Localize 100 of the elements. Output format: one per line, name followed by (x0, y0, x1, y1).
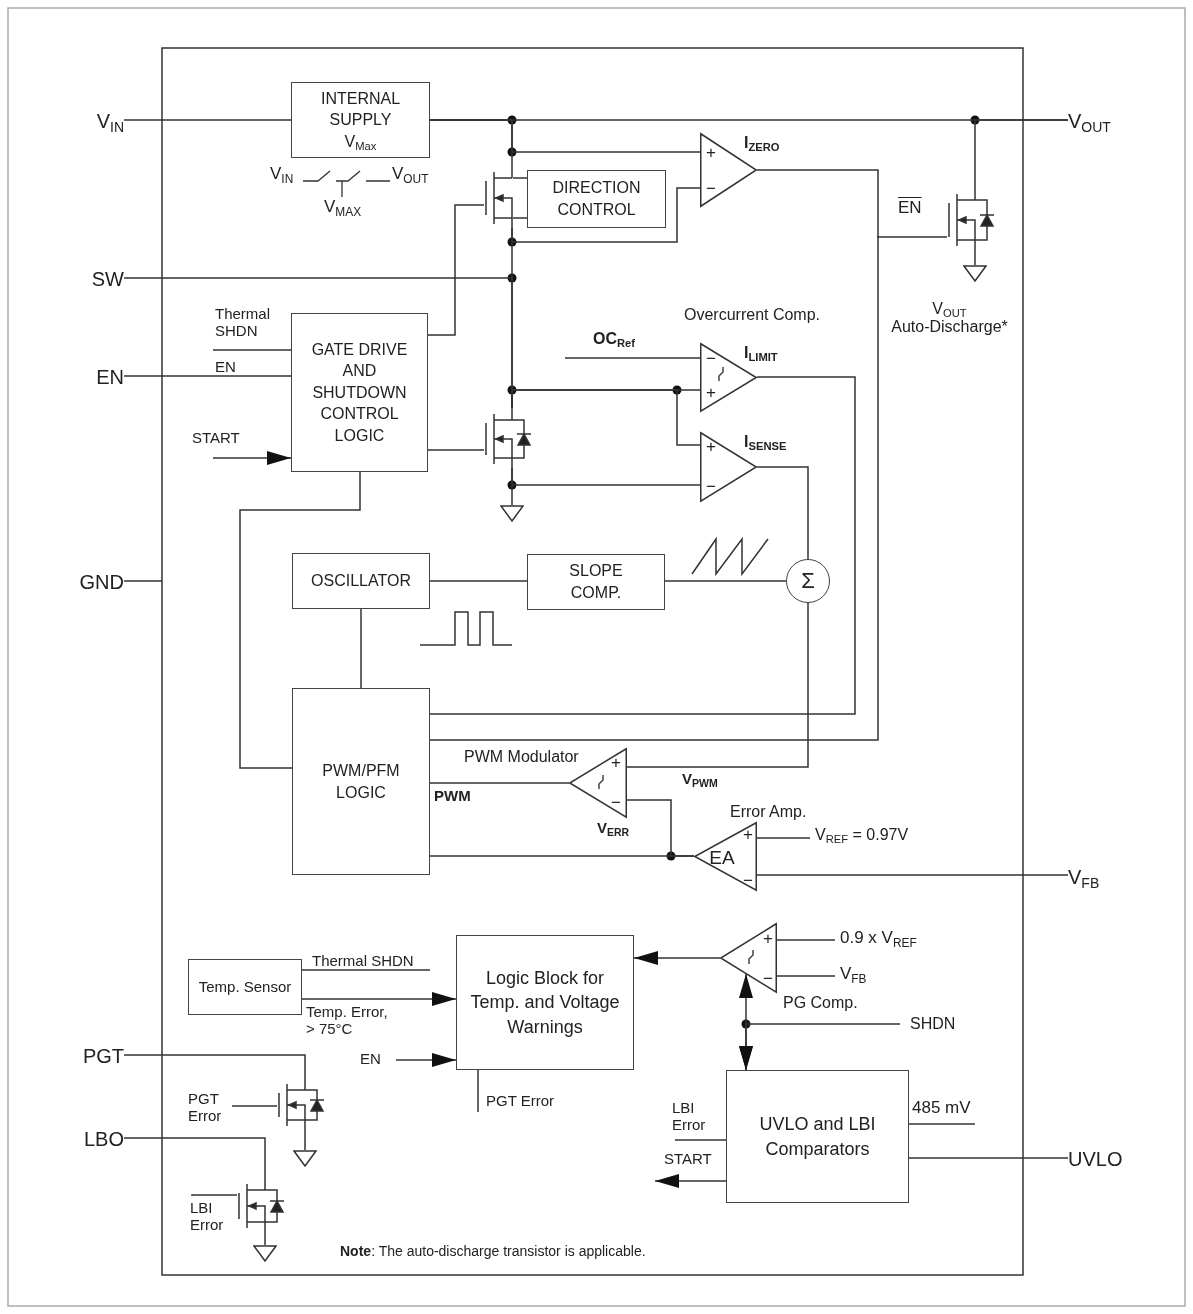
wire (191, 1194, 238, 1197)
signal-label: EN (878, 198, 930, 236)
block-box (291, 313, 428, 472)
input-sign: + (763, 929, 773, 947)
block-box (292, 688, 430, 875)
input-sign: + (743, 825, 753, 843)
signal-label: PGT Error (188, 1090, 232, 1126)
block-label: Temp. Sensor (198, 976, 292, 997)
wire (212, 349, 292, 351)
arrow (739, 1023, 901, 1071)
arrow (212, 451, 292, 465)
block-label: Logic Block for Temp. and Voltage Warnings (470, 967, 620, 1039)
signal-label: LBI Error (185, 1196, 235, 1236)
pin-label: LBO (60, 1124, 124, 1154)
block-box (188, 959, 302, 1015)
wire (756, 837, 811, 839)
comparator-label: I$_{ZERO}$ (744, 134, 780, 153)
wire (429, 580, 528, 582)
wire (974, 119, 1069, 191)
wire (512, 217, 528, 219)
wire (477, 1069, 479, 1113)
wire (429, 782, 570, 784)
wire (664, 580, 787, 582)
input-sign: + (611, 753, 621, 771)
pin-label: GND (60, 567, 124, 597)
input-sign: − (611, 793, 621, 811)
signal-label: V$_{FB}$ (840, 964, 867, 984)
wire (429, 855, 695, 857)
input-sign: − (706, 349, 716, 367)
signal-label: OC$_{Ref}$ (593, 330, 636, 349)
pin-label: PGT (60, 1041, 124, 1071)
comparator-label: I$_{LIMIT}$ (744, 344, 778, 363)
wire (511, 467, 513, 506)
amplifier-label: EA (709, 847, 735, 867)
wire (264, 1231, 266, 1246)
note-text: Note: The auto-discharge transistor is applicable. (340, 1243, 646, 1260)
block-label: OSCILLATOR (311, 571, 411, 592)
block-label: DIRECTION CONTROL (551, 178, 642, 220)
signal-label: V$_{IN}$ (270, 164, 294, 184)
comparator-label: I$_{SENSE}$ (744, 433, 787, 452)
wire (674, 1139, 727, 1141)
wire (756, 466, 809, 560)
wire (511, 187, 701, 243)
pin-label: V$_{IN}$ (76, 106, 124, 136)
input-sign: + (706, 383, 716, 401)
block-box (291, 82, 430, 158)
wire (756, 874, 1069, 876)
signal-label: 0.9 x V$_{REF}$ (840, 928, 917, 948)
block-label: SLOPE COMP. (568, 561, 624, 603)
wire (427, 449, 485, 451)
arrow (395, 1053, 457, 1067)
sigma-symbol: Σ (801, 568, 815, 594)
comparator-label: Error Amp. (730, 803, 807, 822)
wire (429, 376, 856, 715)
wire (123, 580, 163, 582)
signal-label: V$_{MAX}$ (324, 197, 362, 217)
wire (231, 1105, 278, 1107)
wire (429, 119, 701, 153)
input-sign: + (706, 437, 716, 455)
pin-label: EN (70, 362, 124, 392)
block-box (527, 170, 666, 228)
block-box (456, 935, 634, 1070)
wire (427, 204, 485, 336)
wire (908, 1157, 1069, 1159)
block-label: INTERNAL SUPPLY V$_{Max}$ (319, 88, 402, 153)
wire (304, 1129, 306, 1151)
wire (776, 975, 836, 977)
wire (429, 169, 879, 741)
wire (974, 249, 976, 266)
block-box (527, 554, 665, 610)
input-sign: − (763, 969, 773, 987)
pin-label: V$_{OUT}$ (1068, 106, 1128, 136)
wire (123, 119, 292, 121)
block-box (726, 1070, 909, 1203)
wire (360, 608, 362, 689)
wire (239, 471, 361, 769)
wire (511, 389, 701, 446)
comparator-label: Overcurrent Comp. (684, 306, 821, 325)
block-label: UVLO and LBI Comparators (758, 1113, 877, 1161)
wire (123, 1054, 306, 1081)
wire (626, 602, 809, 768)
comparator-label: PG Comp. (783, 994, 858, 1013)
signal-label: V$_{OUT}$ (392, 164, 429, 184)
wire (776, 939, 836, 941)
summing-junction (786, 559, 830, 603)
signal-label: V$_{REF}$ = 0.97V (815, 826, 909, 845)
wire (877, 235, 948, 238)
arrow (654, 1174, 727, 1188)
input-sign: − (706, 179, 716, 197)
wire (301, 969, 431, 971)
block-label: PWM/PFM LOGIC (321, 760, 401, 803)
wire (512, 177, 528, 179)
pin-label: V$_{FB}$ (1068, 862, 1124, 892)
input-sign: + (706, 143, 716, 161)
input-sign: − (706, 477, 716, 495)
wire (123, 375, 292, 377)
wire (123, 1137, 266, 1181)
arrow (301, 992, 457, 1006)
wire (564, 357, 701, 359)
input-sign: − (743, 871, 753, 889)
